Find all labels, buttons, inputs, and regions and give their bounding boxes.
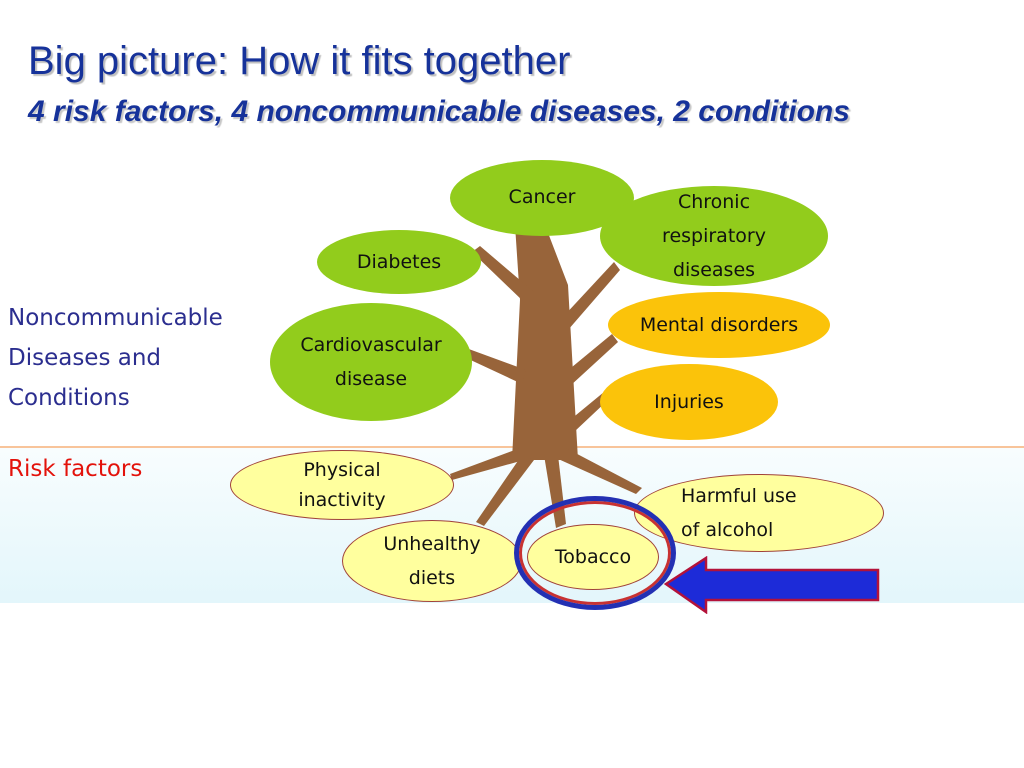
cardiovascular-line-1: Cardiovascular	[300, 334, 442, 356]
ncd-label-line-3: Conditions	[8, 385, 130, 411]
tree-trunk	[512, 225, 578, 460]
ncd-label: Noncommunicable Diseases and Conditions	[8, 298, 278, 418]
tobacco-label: Tobacco	[554, 546, 632, 568]
physical-inactivity-line-2: inactivity	[298, 489, 386, 511]
branch-mental	[566, 334, 618, 386]
physical-inactivity-line-1: Physical	[303, 459, 381, 481]
condition-injuries: Injuries	[600, 364, 778, 440]
slide-subtitle: 4 risk factors, 4 noncommunicable diseas…	[28, 95, 850, 128]
chronic-respiratory-line-1: Chronic	[677, 191, 751, 213]
cancer-label: Cancer	[508, 186, 576, 208]
disease-chronic-respiratory: Chronic respiratory diseases	[600, 186, 828, 286]
harmful-alcohol-line-2: of alcohol	[681, 519, 774, 541]
risk-physical-inactivity: Physical inactivity	[230, 450, 454, 520]
branch-cardiovascular	[462, 348, 526, 384]
branch-chronic-respiratory	[562, 262, 620, 330]
harmful-alcohol-line-1: Harmful use	[681, 485, 797, 507]
diabetes-label: Diabetes	[356, 251, 442, 273]
unhealthy-diets-line-1: Unhealthy	[383, 533, 481, 555]
unhealthy-diets-line-2: diets	[408, 567, 456, 589]
root-diets	[476, 455, 534, 526]
branch-diabetes	[472, 246, 534, 302]
ncd-label-line-1: Noncommunicable	[8, 305, 223, 331]
injuries-label: Injuries	[654, 391, 724, 413]
cardiovascular-line-2: disease	[334, 368, 408, 390]
tobacco-highlight-ring	[514, 496, 676, 610]
disease-cardiovascular: Cardiovascular disease	[270, 303, 472, 421]
risk-factors-label: Risk factors	[8, 456, 143, 482]
pointer-arrow-icon	[663, 556, 880, 614]
chronic-respiratory-line-3: diseases	[672, 259, 756, 281]
disease-diabetes: Diabetes	[317, 230, 481, 294]
condition-mental-disorders: Mental disorders	[608, 292, 830, 358]
ncd-label-line-2: Diseases and	[8, 345, 162, 371]
root-alcohol	[556, 446, 642, 494]
slide-title: Big picture: How it fits together	[28, 39, 571, 83]
root-physical	[450, 448, 524, 480]
risk-tobacco: Tobacco	[527, 524, 659, 590]
risk-unhealthy-diets: Unhealthy diets	[342, 520, 522, 602]
branch-injuries	[570, 392, 608, 432]
risk-harmful-alcohol: Harmful use of alcohol	[634, 474, 884, 552]
chronic-respiratory-line-2: respiratory	[662, 225, 766, 247]
mental-disorders-label: Mental disorders	[639, 314, 799, 336]
